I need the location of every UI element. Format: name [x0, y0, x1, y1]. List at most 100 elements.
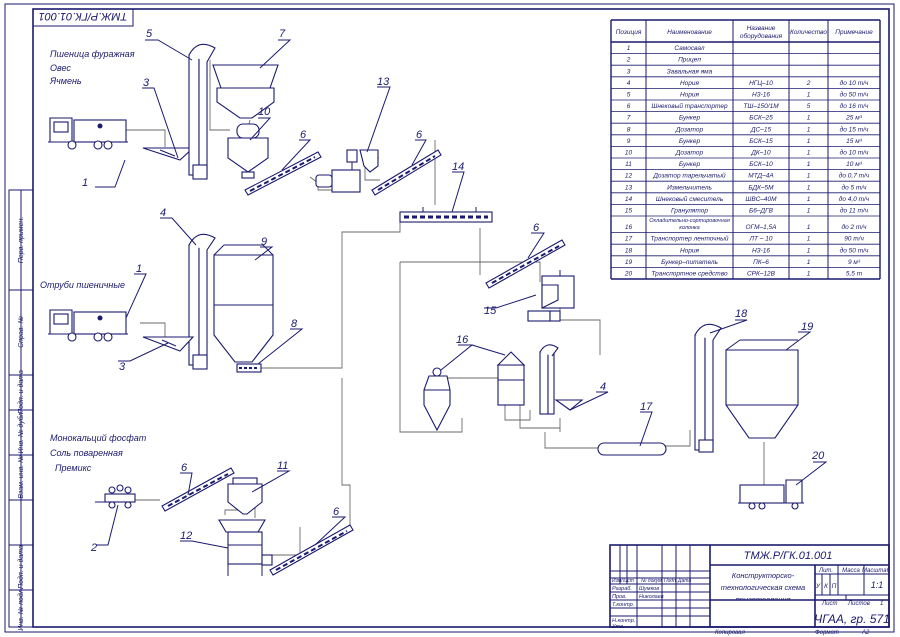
table-cell: Бункер — [679, 161, 701, 168]
callout-number: 12 — [180, 530, 192, 542]
table-cell: 1 — [807, 259, 811, 266]
table-header: Позиция — [616, 29, 642, 36]
table-cell: 1 — [807, 173, 811, 180]
transport-vehicle-20 — [738, 479, 804, 510]
signer-name: Шумков — [639, 586, 659, 592]
bran-label: Отруби пшеничные — [40, 280, 125, 290]
callout-number: 16 — [456, 334, 469, 346]
table-cell: ОГМ–1,5А — [746, 224, 777, 231]
trailer-2 — [95, 484, 136, 509]
col-header: № докум. — [641, 578, 663, 584]
table-cell: Измельчитель — [667, 184, 712, 191]
sheets-label: Листов — [847, 601, 870, 607]
table-cell: БСК–10 — [749, 161, 773, 168]
plate-dosator-12 — [218, 519, 273, 576]
callout-number: 1 — [136, 263, 142, 275]
table-cell: 1 — [807, 236, 811, 243]
table-cell: 25 м³ — [845, 115, 862, 122]
table-cell: 1 — [807, 92, 811, 99]
table-cell: до 15 т/ч — [840, 125, 869, 133]
table-cell: 1 — [807, 138, 811, 145]
table-cell: 1 — [807, 271, 811, 278]
additive-label: Соль поваренная — [50, 448, 123, 458]
callout-number: 6 — [181, 462, 188, 474]
table-cell: 1 — [627, 45, 631, 52]
table-header: Примечание — [835, 29, 873, 36]
table-cell: 17 — [625, 236, 633, 243]
table-cell: до 10 т/ч — [840, 79, 869, 87]
top-code-text: ТМЖ.Р/ГК.01.001 — [39, 10, 128, 22]
table-cell: ДК–10 — [750, 150, 771, 157]
screw-conveyor-6a — [244, 151, 322, 196]
table-cell: Транспортное средство — [651, 270, 728, 278]
table-cell: до 11 т/ч — [840, 207, 869, 215]
table-cell: 13 — [625, 184, 633, 191]
callout-number: 8 — [291, 318, 298, 330]
table-cell: 15 м³ — [846, 138, 862, 145]
table-cell: Прицеп — [678, 57, 701, 64]
table-cell: НГЦ–10 — [749, 80, 773, 87]
table-cell: 16 — [625, 224, 633, 231]
role-label: Н.контр. — [612, 618, 635, 624]
table-cell: НЗ-16 — [752, 92, 770, 99]
stamp-label: Перв. примен. — [18, 217, 25, 264]
role-label: Пров. — [612, 594, 627, 600]
bucket-elevator-5 — [188, 43, 216, 180]
grain-label: Овес — [50, 63, 71, 73]
role-label: Утв. — [611, 624, 625, 630]
dump-pit-3 — [142, 147, 195, 161]
callout-number: 19 — [801, 321, 813, 333]
callout-number: 14 — [452, 161, 464, 173]
table-cell: Завальная яма — [667, 68, 713, 75]
role-label: Т.контр. — [612, 602, 634, 608]
sheets-value: 1 — [880, 601, 883, 607]
table-cell: 8 — [627, 126, 631, 133]
scale-label: Масштаб — [862, 568, 891, 574]
screw-conveyor-6c — [485, 239, 566, 289]
bucket-elevator-18 — [694, 323, 722, 453]
table-cell: 20 — [624, 271, 633, 278]
title-block-code: ТМЖ.Р/ГК.01.001 — [744, 550, 833, 562]
callout-number: 7 — [279, 28, 286, 40]
table-header: Количество — [790, 29, 827, 36]
table-cell: Нория — [680, 92, 700, 99]
table-cell: 10 — [625, 150, 633, 157]
table-cell: 6 — [627, 103, 631, 110]
signer-name: Николаев — [639, 594, 664, 600]
table-cell: Транспортер ленточный — [651, 235, 729, 243]
table-cell: 1 — [807, 247, 811, 254]
table-cell: Бункер–питатель — [661, 259, 718, 266]
table-cell: 9 — [627, 138, 631, 145]
callout-number: 1 — [82, 177, 88, 189]
callout-number: 20 — [811, 450, 825, 462]
table-cell: ПК–6 — [753, 259, 769, 266]
table-cell: 12 — [625, 173, 633, 180]
lit-cell: П — [832, 583, 837, 590]
stamp-label: Справ. № — [18, 316, 25, 348]
dump-truck-1b — [48, 309, 128, 342]
callout-number: 5 — [146, 28, 153, 40]
col-header: Дата — [677, 578, 691, 584]
table-cell: БДК–5М — [748, 184, 774, 191]
table-cell: МТД–4А — [748, 173, 773, 180]
table-cell: 19 — [625, 259, 633, 266]
table-cell: 1 — [807, 115, 811, 122]
bunker-11 — [227, 477, 263, 515]
lit-label: Лит. — [818, 568, 833, 574]
table-cell: до 10 т/ч — [840, 149, 869, 157]
stamp-label: Взам. инв. № — [18, 455, 25, 499]
table-cell: 1 — [807, 126, 811, 133]
table-header: Наименование — [667, 29, 712, 36]
table-cell: Дозатор — [675, 150, 704, 157]
table-cell: НЗ-16 — [752, 247, 770, 254]
callout-number: 10 — [258, 106, 271, 118]
table-cell: 5,5 т — [846, 271, 863, 278]
table-cell: Бункер — [679, 138, 701, 145]
table-cell: ТШ–150/1М — [743, 103, 779, 110]
screw-conveyor-6e — [269, 524, 354, 576]
additive-label: Премикс — [55, 463, 92, 473]
table-cell: 4 — [627, 80, 631, 87]
table-cell: ШВС–40М — [745, 196, 777, 203]
outer-frame — [4, 3, 895, 633]
